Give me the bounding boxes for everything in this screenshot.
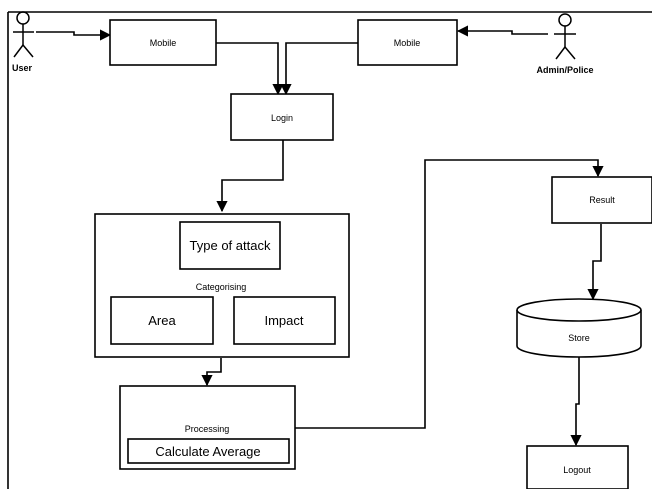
- stick-figure-icon: [13, 11, 34, 58]
- type-of-attack-label: Type of attack: [190, 238, 271, 253]
- store-to-logout-arrow: [570, 357, 582, 447]
- result-label: Result: [589, 195, 615, 205]
- categorising-label: Categorising: [196, 282, 247, 292]
- store-label: Store: [568, 333, 590, 343]
- database-icon: [516, 298, 642, 358]
- login-label: Login: [271, 113, 293, 123]
- admin-actor: Admin/Police: [536, 13, 594, 75]
- impact-node: Impact: [233, 296, 336, 345]
- login-node: Login: [230, 93, 334, 141]
- processing-label: Processing: [185, 424, 230, 434]
- mobile-right-label: Mobile: [394, 38, 421, 48]
- connectors: [36, 25, 604, 447]
- mobile-left-label: Mobile: [150, 38, 177, 48]
- mobile-left-node: Mobile: [109, 19, 217, 66]
- user-to-mobile-arrow: [36, 29, 112, 41]
- user-actor: User: [12, 11, 34, 73]
- categorising-group: Categorising Type of attack Area Impact: [94, 213, 350, 358]
- mobile-right-to-login-arrow: [280, 42, 358, 96]
- result-node: Result: [551, 176, 652, 224]
- area-node: Area: [110, 296, 214, 345]
- logout-node: Logout: [526, 445, 629, 489]
- admin-to-mobile-arrow: [456, 25, 548, 37]
- diagram-frame: [7, 11, 652, 489]
- processing-node: Processing Calculate Average: [119, 385, 296, 470]
- result-to-store-arrow: [587, 224, 602, 301]
- calculate-average-node: Calculate Average: [127, 438, 290, 464]
- mobile-left-to-login-arrow: [216, 42, 284, 96]
- login-to-categorising-arrow: [216, 140, 284, 213]
- logout-label: Logout: [563, 465, 591, 475]
- calculate-average-label: Calculate Average: [155, 444, 260, 459]
- processing-to-result-arrow: [295, 159, 604, 429]
- admin-label: Admin/Police: [536, 65, 593, 75]
- user-label: User: [12, 63, 33, 73]
- type-of-attack-node: Type of attack: [179, 221, 281, 270]
- categorising-to-processing-arrow: [201, 358, 222, 387]
- impact-label: Impact: [264, 313, 303, 328]
- store-node: Store: [516, 298, 642, 358]
- mobile-right-node: Mobile: [357, 19, 458, 66]
- area-label: Area: [148, 313, 176, 328]
- stick-figure-icon: [554, 13, 576, 60]
